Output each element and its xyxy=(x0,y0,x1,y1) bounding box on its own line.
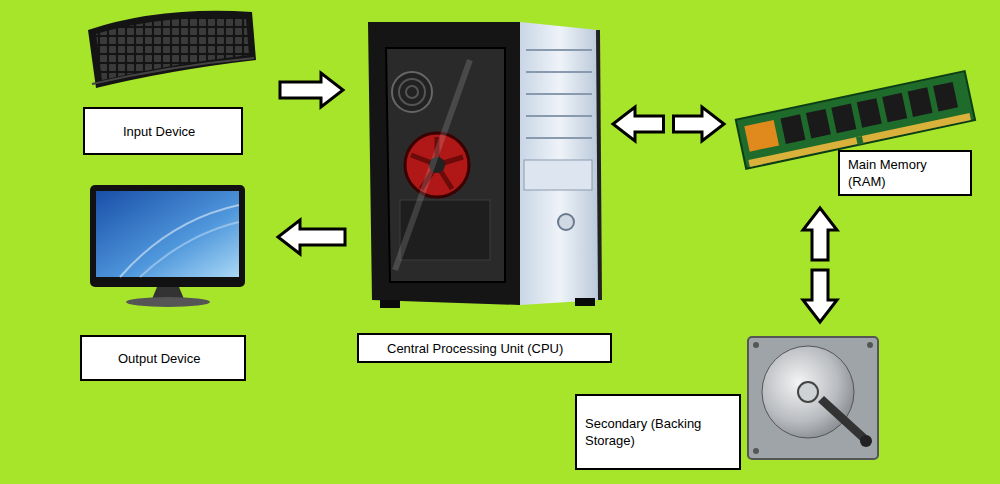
component-node: Central Processing Unit (CPU) xyxy=(355,15,613,365)
block-arrow xyxy=(803,270,837,322)
connector-arrow xyxy=(278,220,345,254)
component-label: Input Device xyxy=(83,107,243,155)
component-node: Output Device xyxy=(78,182,250,382)
monitor-illustration xyxy=(90,185,245,307)
component-label: Main Memory (RAM) xyxy=(838,150,972,196)
component-node: Input Device xyxy=(80,5,258,157)
connector-arrow xyxy=(803,208,837,322)
block-arrow xyxy=(613,107,664,141)
connector-arrow xyxy=(613,107,724,141)
hard-disk-illustration xyxy=(748,337,878,459)
block-arrow xyxy=(278,220,345,254)
component-node: Secondary (Backing Storage) xyxy=(572,332,887,474)
keyboard-illustration xyxy=(88,11,256,88)
block-arrow xyxy=(803,208,837,260)
component-label: Central Processing Unit (CPU) xyxy=(357,333,612,363)
component-label: Output Device xyxy=(80,335,246,381)
block-arrow xyxy=(280,73,343,107)
component-node: Main Memory (RAM) xyxy=(728,62,976,198)
cpu-tower-illustration xyxy=(368,22,600,308)
block-arrow xyxy=(674,107,725,141)
component-label: Secondary (Backing Storage) xyxy=(575,394,741,470)
connector-arrow xyxy=(280,73,343,107)
